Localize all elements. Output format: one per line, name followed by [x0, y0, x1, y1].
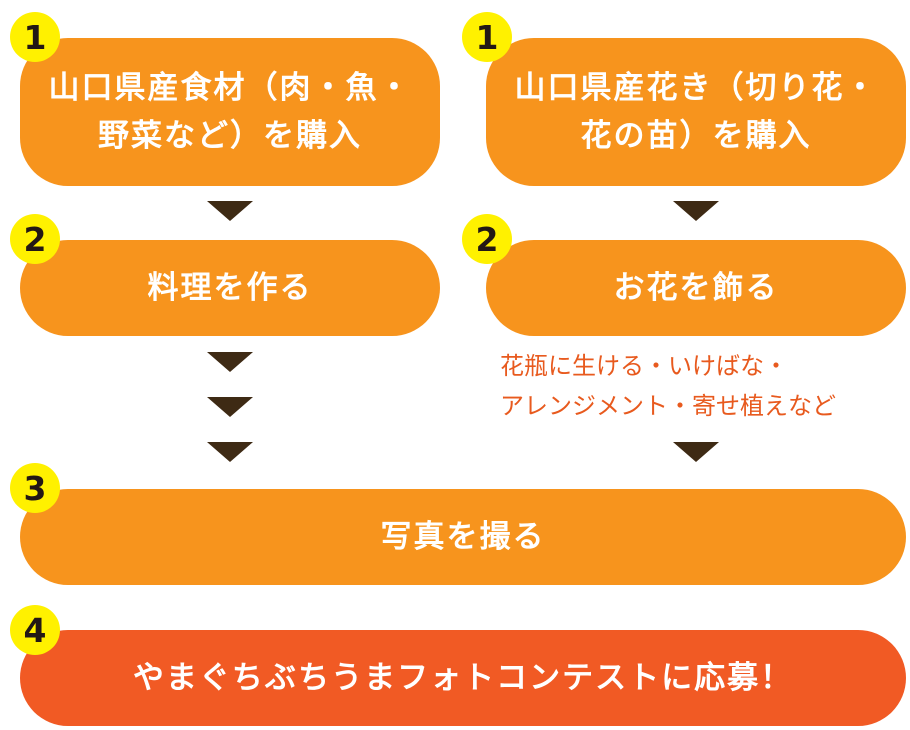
buy-local-flowers-box: 山口県産花き（切り花・ 花の苗）を購入 — [486, 38, 906, 186]
box-label: 料理を作る — [147, 269, 313, 306]
box-text-line: 野菜など）を購入 — [98, 118, 362, 154]
step-number-badge: 2 — [462, 214, 512, 264]
down-arrow-icon — [207, 397, 253, 417]
arrange-flowers-box: お花を飾る — [486, 240, 906, 336]
step-number-badge: 1 — [10, 12, 60, 62]
enter-photo-contest-box: やまぐちぶちうまフォトコンテストに応募！ — [20, 630, 906, 726]
box-label: 写真を撮る — [380, 518, 546, 555]
note-line: アレンジメント・寄せ植えなど — [500, 392, 836, 420]
down-arrow-icon — [207, 352, 253, 372]
box-label: やまぐちぶちうまフォトコンテストに応募！ — [132, 659, 794, 696]
step-number-badge: 4 — [10, 605, 60, 655]
down-arrow-icon — [207, 442, 253, 462]
step-number-badge: 1 — [462, 12, 512, 62]
down-arrow-icon — [673, 201, 719, 221]
step-number-badge: 2 — [10, 214, 60, 264]
buy-local-food-box: 山口県産食材（肉・魚・ 野菜など）を購入 — [20, 38, 440, 186]
step-number-badge: 3 — [10, 463, 60, 513]
take-photo-box: 写真を撮る — [20, 489, 906, 585]
box-label: お花を飾る — [613, 269, 779, 306]
box-text-line: 山口県産食材（肉・魚・ — [48, 69, 412, 106]
down-arrow-icon — [673, 442, 719, 462]
box-text-line: 山口県産花き（切り花・ — [514, 69, 878, 106]
flower-arrangement-note: 花瓶に生ける・いけばな・ アレンジメント・寄せ植えなど — [500, 346, 900, 426]
note-line: 花瓶に生ける・いけばな・ — [500, 352, 788, 380]
box-text-line: 花の苗）を購入 — [580, 118, 812, 154]
down-arrow-icon — [207, 201, 253, 221]
cook-box: 料理を作る — [20, 240, 440, 336]
